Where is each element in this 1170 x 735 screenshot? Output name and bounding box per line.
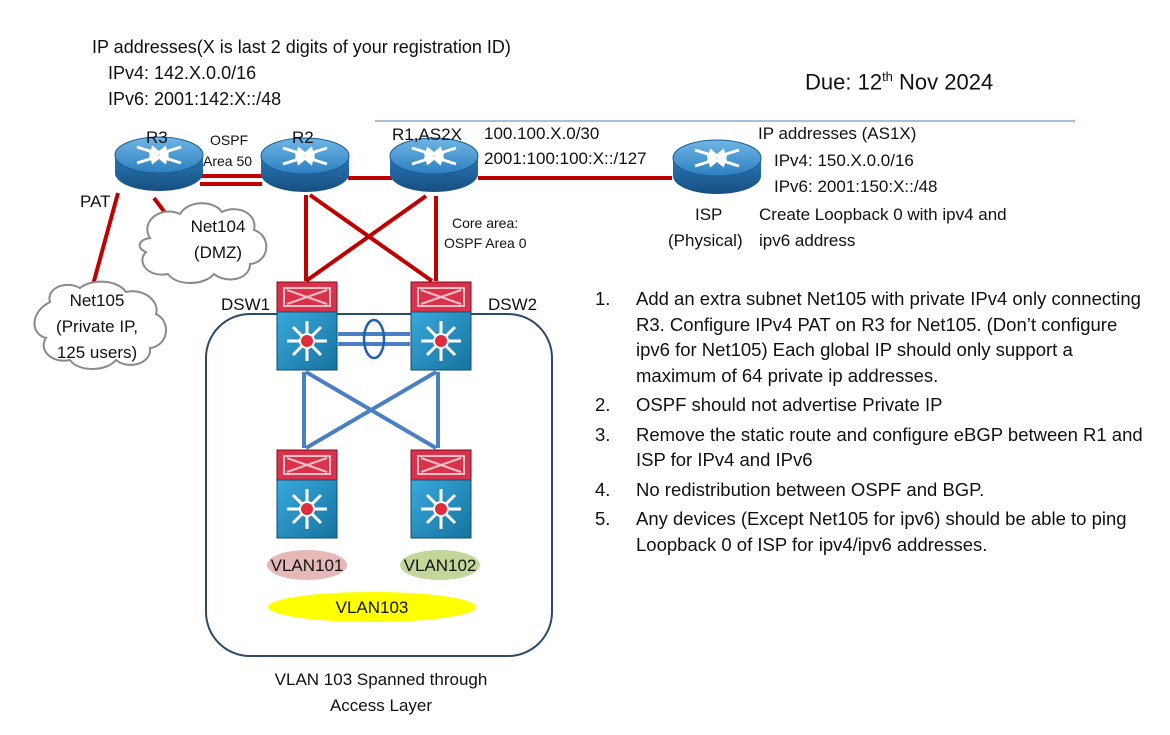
link-ipv4-subnet: 100.100.X.0/30 [484,124,600,143]
access-layer-box [205,313,553,657]
task-item: 2.OSPF should not advertise Private IP [595,394,943,415]
label-r2: R2 [292,128,314,147]
label-r1: R1,AS2X [392,125,462,144]
label-dsw2: DSW2 [488,295,538,314]
net104-label: Net104 [190,217,246,236]
loopback-note-2: ipv6 address [759,231,856,250]
isp-ip-title: IP addresses (AS1X) [758,124,917,143]
label-vlan102: VLAN102 [403,556,477,575]
ospf-label: OSPF [210,132,249,148]
loopback-note-1: Create Loopback 0 with ipv4 and [759,205,1007,224]
ipv6-range: IPv6: 2001:142:X::/48 [108,89,282,109]
task-item: 1.Add an extra subnet Net105 with privat… [595,288,1141,386]
due-date: Due: 12th Nov 2024 [805,69,994,95]
link-dsw2-asw1 [304,370,438,450]
net105-users-label: 125 users) [56,343,138,362]
vlan-note-line2: Access Layer [329,696,433,715]
label-dsw1: DSW1 [221,295,271,314]
task-item: 5.Any devices (Except Net105 for ipv6) s… [595,508,1127,555]
task-list: 1.Add an extra subnet Net105 with privat… [595,286,1155,561]
ipv4-range: IPv4: 142.X.0.0/16 [108,63,257,83]
link-ipv6-subnet: 2001:100:100:X::/127 [484,149,647,168]
task-item: 3.Remove the static route and configure … [595,423,1143,471]
switch-asw1-icon [275,448,339,540]
link-r3-net105 [89,192,120,293]
vlan-note-line1: VLAN 103 Spanned through [274,670,488,689]
pat-label: PAT [80,192,111,211]
label-r3: R3 [146,128,168,147]
label-isp-physical: (Physical) [668,231,743,250]
link-r1-dsw1 [304,194,428,283]
router-r1-icon [388,136,480,194]
net105-cloud [33,280,167,370]
blue-links [302,332,440,450]
switch-dsw1-icon [275,280,339,372]
net105-label: Net105 [69,291,125,310]
net104-dmz-label: (DMZ) [193,243,243,262]
etherchannel-ellipse [362,318,386,360]
net104-cloud [138,202,268,284]
label-vlan103: VLAN103 [335,598,409,617]
vlan102-ellipse [400,550,480,580]
ospf-area-label: Area 50 [203,153,253,169]
net105-private-label: (Private IP, [56,317,138,336]
core-area-label: Core area: [452,215,519,231]
switch-asw2-icon [409,448,473,540]
core-ospf-label: OSPF Area 0 [444,235,527,251]
label-isp: ISP [695,205,723,224]
ip-addresses-title: IP addresses(X is last 2 digits of your … [92,37,511,57]
isp-ipv6: IPv6: 2001:150:X::/48 [774,177,938,196]
isp-ipv4: IPv4: 150.X.0.0/16 [774,151,914,170]
vlan101-ellipse [267,550,347,580]
router-isp-icon [671,138,763,196]
vlan103-ellipse [268,592,476,622]
task-item: 4.No redistribution between OSPF and BGP… [595,478,985,500]
switch-dsw2-icon [409,280,473,372]
red-links [89,174,672,293]
label-vlan101: VLAN101 [270,556,344,575]
link-r2-dsw2 [308,193,434,283]
